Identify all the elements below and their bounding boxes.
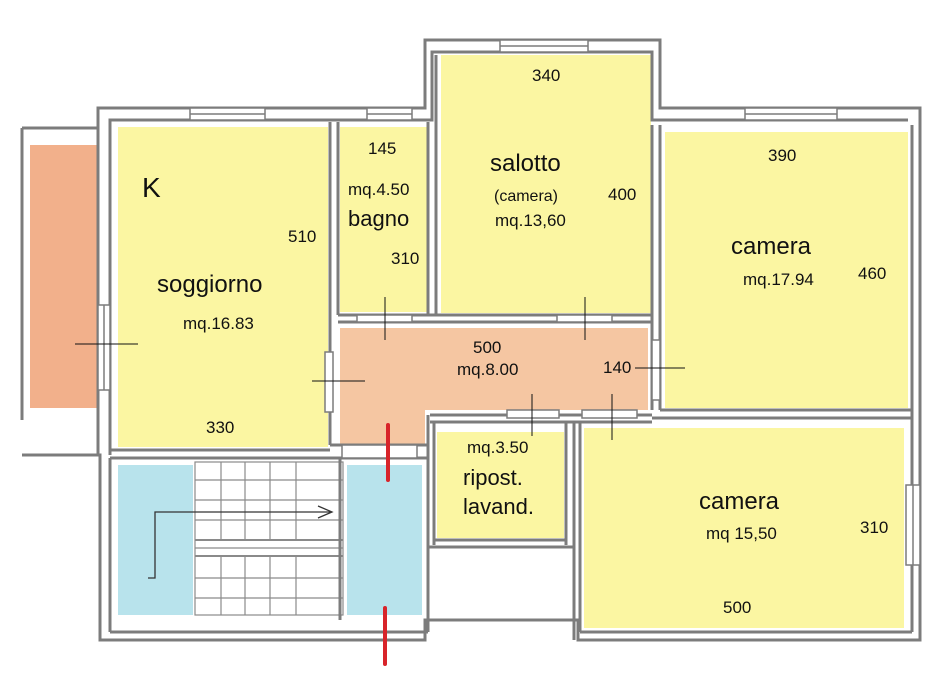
- salotto-dim-side: 400: [608, 185, 636, 204]
- staircase: [194, 461, 344, 616]
- ripostiglio-area: mq.3.50: [467, 438, 528, 457]
- camera-1-name: camera: [731, 233, 812, 260]
- bagno-name: bagno: [348, 206, 409, 231]
- stair-landing-right: [347, 465, 422, 615]
- room-camera-1: [665, 132, 908, 408]
- corridor: [340, 328, 648, 445]
- bagno-dim-side: 310: [391, 249, 419, 268]
- door-swing-lines: [75, 297, 685, 440]
- room-ripostiglio: [437, 432, 564, 538]
- soggiorno-name: soggiorno: [157, 271, 262, 298]
- camera-1-area: mq.17.94: [743, 270, 814, 289]
- walls: [20, 38, 922, 642]
- corridor-dim-side: 140: [603, 358, 631, 377]
- bagno-dim-top: 145: [368, 139, 396, 158]
- section-markers: [383, 423, 390, 666]
- corridor-dim-top: 500: [473, 338, 501, 357]
- soggiorno-area: mq.16.83: [183, 314, 254, 333]
- salotto-name: salotto: [490, 150, 561, 177]
- bagno-area: mq.4.50: [348, 180, 409, 199]
- camera-2-dim-bottom: 500: [723, 598, 751, 617]
- windows: [97, 39, 921, 566]
- camera-2-name: camera: [699, 488, 780, 515]
- corridor-area: mq.8.00: [457, 360, 518, 379]
- ripostiglio-name-line2: lavand.: [463, 494, 534, 519]
- camera-1-dim-side: 460: [858, 264, 886, 283]
- soggiorno-dim-side: 510: [288, 227, 316, 246]
- room-camera-2: [584, 428, 904, 628]
- ripostiglio-name-line1: ripost.: [463, 465, 523, 490]
- soggiorno-dim-bottom: 330: [206, 418, 234, 437]
- room-soggiorno: [118, 127, 328, 447]
- room-letter-k: K: [142, 172, 161, 203]
- salotto-subname: (camera): [494, 188, 558, 205]
- camera-2-dim-side: 310: [860, 518, 888, 537]
- camera-1-dim-top: 390: [768, 146, 796, 165]
- salotto-dim-top: 340: [532, 66, 560, 85]
- room-salotto: [441, 55, 651, 313]
- room-bagno: [340, 127, 428, 312]
- stair-direction-arrow: [148, 505, 334, 579]
- salotto-area: mq.13,60: [495, 211, 566, 230]
- camera-2-area: mq 15,50: [706, 524, 777, 543]
- balcony: [30, 145, 98, 408]
